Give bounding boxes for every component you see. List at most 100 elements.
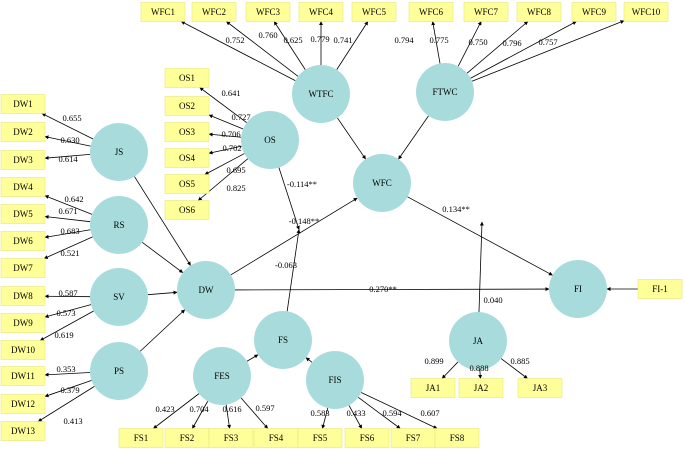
- indicator-fi-1: FI-1: [637, 279, 683, 299]
- path-coefficient-os-dwwfc: -0.114**: [287, 179, 317, 189]
- latent-circle: [90, 196, 148, 254]
- indicator-label: DW4: [13, 182, 33, 192]
- loading-sv-dw10: [39, 310, 94, 341]
- latent-label: FIS: [328, 375, 341, 385]
- indicator-label: DW10: [11, 345, 35, 355]
- loading-os-os5: [204, 153, 245, 175]
- indicator-box: [164, 174, 210, 194]
- loading-ja-ja3: [500, 358, 528, 379]
- path-coefficient-wfc-fi: 0.134**: [442, 204, 470, 214]
- loading-value-fs2: 0.704: [189, 404, 209, 414]
- latent-circle: [353, 154, 411, 212]
- indicator-box: [164, 122, 210, 142]
- indicator-os1: OS1: [164, 68, 210, 88]
- path-ftwc-to-wfc: [398, 115, 429, 160]
- loading-value-wfc4: 0.779: [310, 34, 329, 44]
- indicator-box: [298, 2, 344, 22]
- latent-circle: [306, 351, 364, 409]
- latent-circle: [241, 111, 299, 169]
- indicator-label: OS5: [179, 179, 196, 189]
- indicator-dw7: DW7: [0, 258, 46, 278]
- path-sv-to-dw: [147, 290, 178, 296]
- indicator-box: [0, 366, 46, 386]
- loading-value-dw3: 0.614: [58, 154, 78, 164]
- indicator-box: [351, 2, 397, 22]
- indicator-label: OS2: [179, 101, 195, 111]
- loading-js-dw2: [44, 135, 91, 147]
- loading-ja-ja1: [441, 361, 459, 379]
- loading-wtfc-wfc5: [336, 21, 369, 70]
- indicator-wfc8: WFC8: [516, 2, 562, 22]
- indicator-label: FS3: [224, 433, 239, 443]
- latent-ps: PS: [90, 342, 148, 400]
- indicator-box: [118, 428, 164, 448]
- loading-value-os3: 0.706: [221, 129, 240, 139]
- latent-wtfc: WTFC: [292, 65, 350, 123]
- loading-value-dw9: 0.573: [56, 308, 75, 318]
- indicator-label: DW12: [11, 399, 35, 409]
- indicator-dw6: DW6: [0, 231, 46, 251]
- path-coefficient-ja-wfcfi: 0.040: [483, 295, 502, 305]
- indicator-ja1: JA1: [410, 378, 456, 398]
- path-fis-to-fs: [305, 357, 313, 363]
- indicator-fs7: FS7: [390, 428, 436, 448]
- indicator-box: [245, 2, 291, 22]
- indicator-box: [208, 428, 254, 448]
- loading-os-os4: [208, 145, 242, 155]
- indicator-label: DW13: [11, 426, 35, 436]
- path-fs-to-dwwfc: [286, 229, 301, 312]
- indicator-os2: OS2: [164, 96, 210, 116]
- latent-label: SV: [113, 292, 125, 302]
- indicator-label: DW8: [13, 291, 33, 301]
- loading-fes-fs1: [153, 393, 200, 429]
- indicator-box: [0, 204, 46, 224]
- latent-label: OS: [264, 135, 276, 145]
- indicator-os3: OS3: [164, 122, 210, 142]
- path-ja-to-wfcfi: [478, 221, 484, 313]
- indicator-fs3: FS3: [208, 428, 254, 448]
- indicator-label: DW9: [13, 318, 33, 328]
- indicator-label: FS2: [180, 433, 195, 443]
- indicator-box: [571, 2, 617, 22]
- indicator-box: [623, 2, 669, 22]
- loading-value-ja2: 0.888: [469, 363, 488, 373]
- indicator-box: [0, 177, 46, 197]
- indicator-box: [516, 2, 562, 22]
- latent-circle: [177, 261, 235, 319]
- loading-js-dw3: [44, 154, 91, 160]
- loading-ps-dw13: [37, 386, 95, 422]
- path-dw-to-wfc: [230, 197, 358, 276]
- indicator-label: FS1: [134, 433, 149, 443]
- indicator-label: WFC3: [256, 7, 281, 17]
- indicator-label: DW7: [13, 263, 33, 273]
- indicator-box: [0, 231, 46, 251]
- indicator-label: JA2: [474, 383, 489, 393]
- latent-label: PS: [114, 366, 124, 376]
- latent-rs: RS: [90, 196, 148, 254]
- loading-value-os1: 0.641: [221, 88, 240, 98]
- loading-fes-fs2: [192, 401, 209, 429]
- loading-value-os4: 0.702: [222, 143, 241, 153]
- indicator-label: OS1: [179, 73, 195, 83]
- indicator-label: FI-1: [652, 284, 668, 294]
- latent-label: FTWC: [432, 87, 457, 97]
- indicator-ja2: JA2: [458, 378, 504, 398]
- indicator-wfc10: WFC10: [623, 2, 669, 22]
- indicator-box: [0, 313, 46, 333]
- path-coefficient-dw-wfc: -0.148**: [289, 216, 319, 226]
- indicator-label: FS7: [406, 433, 421, 443]
- latent-circle: [449, 312, 507, 370]
- indicator-wfc2: WFC2: [191, 2, 237, 22]
- indicator-label: WFC2: [202, 7, 226, 17]
- latent-sv: SV: [90, 268, 148, 326]
- loading-value-wfc7: 0.775: [429, 35, 448, 45]
- latent-ja: JA: [449, 312, 507, 370]
- loading-value-dw2: 0.630: [60, 135, 79, 145]
- indicator-label: DW5: [13, 209, 33, 219]
- indicator-wfc9: WFC9: [571, 2, 617, 22]
- indicator-label: OS6: [179, 205, 196, 215]
- indicator-dw3: DW3: [0, 150, 46, 170]
- indicator-fs5: FS5: [297, 428, 343, 448]
- indicator-box: [164, 200, 210, 220]
- latent-circle: [254, 311, 312, 369]
